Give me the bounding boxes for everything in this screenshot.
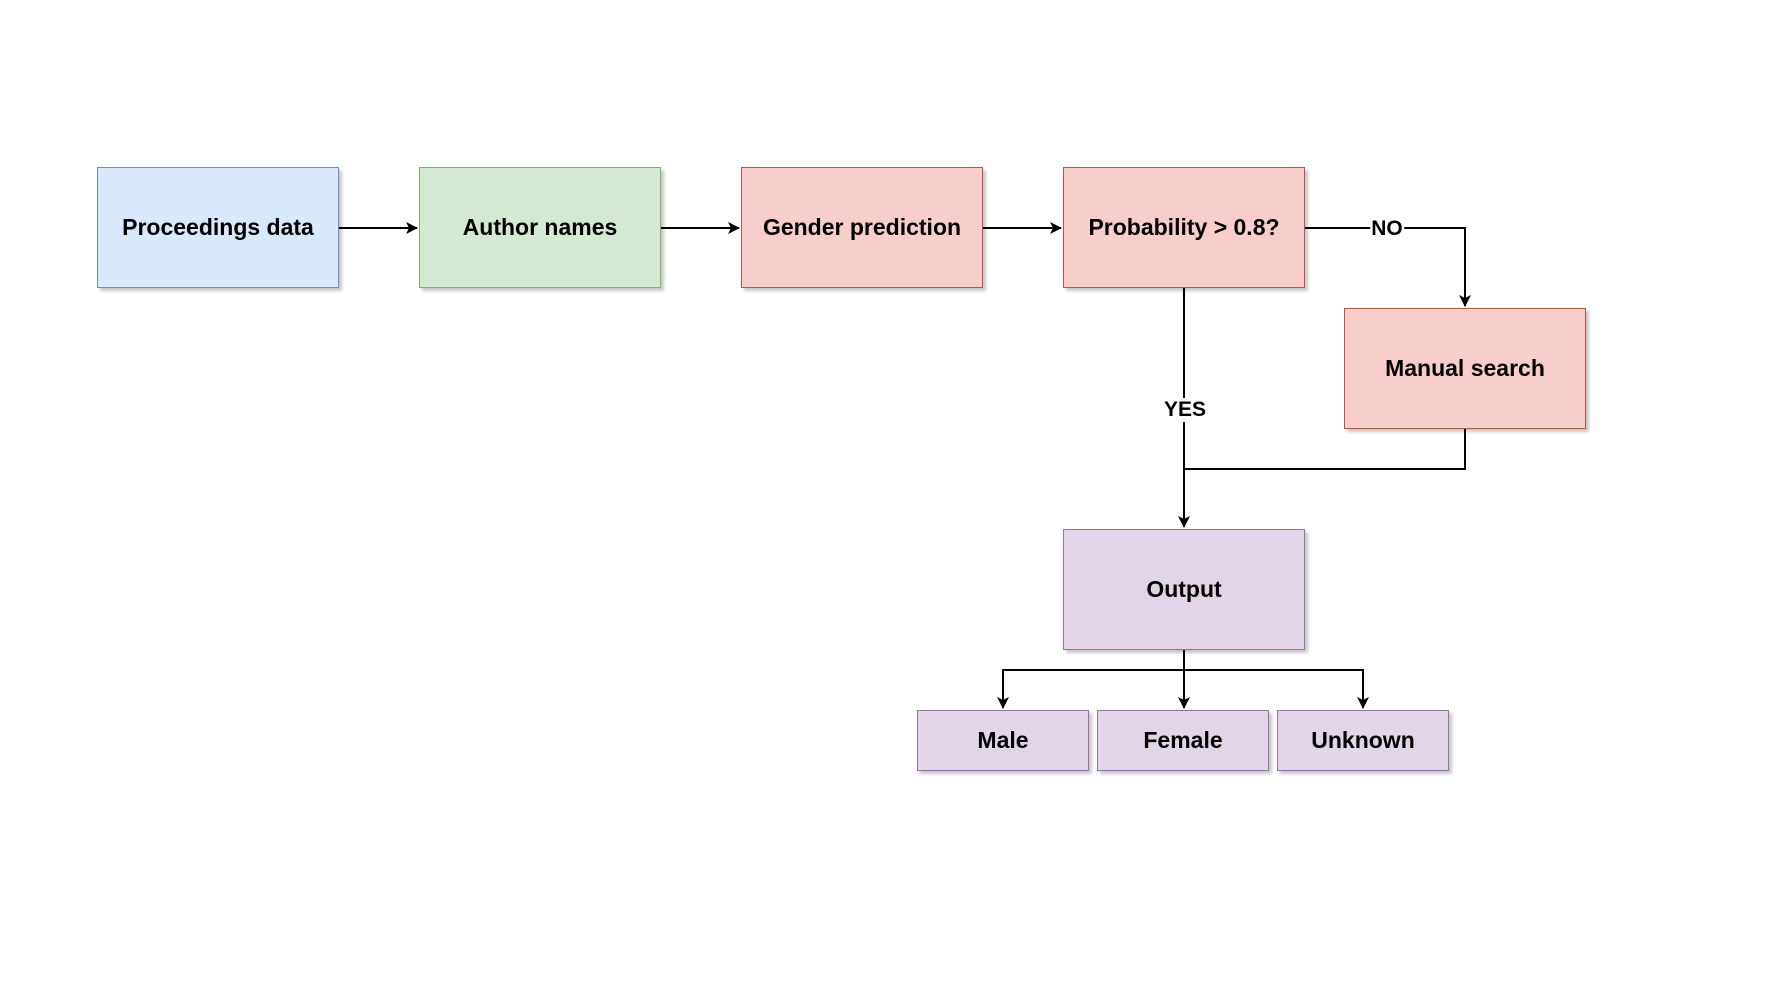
node-authors: Author names: [419, 167, 661, 288]
edge-label-no: NO: [1370, 217, 1404, 241]
edge-output-to-unknown: [1183, 650, 1369, 709]
node-proceedings: Proceedings data: [97, 167, 339, 288]
edge-probability-to-manual: [1305, 227, 1471, 307]
node-probability: Probability > 0.8?: [1063, 167, 1305, 288]
node-manual: Manual search: [1344, 308, 1586, 429]
node-male: Male: [917, 710, 1089, 771]
node-female: Female: [1097, 710, 1269, 771]
edge-manual-to-output: [1184, 429, 1466, 470]
edge-label-yes: YES: [1162, 398, 1208, 422]
node-unknown: Unknown: [1277, 710, 1449, 771]
node-gender: Gender prediction: [741, 167, 983, 288]
node-output: Output: [1063, 529, 1305, 650]
edge-output-to-male: [997, 650, 1185, 709]
